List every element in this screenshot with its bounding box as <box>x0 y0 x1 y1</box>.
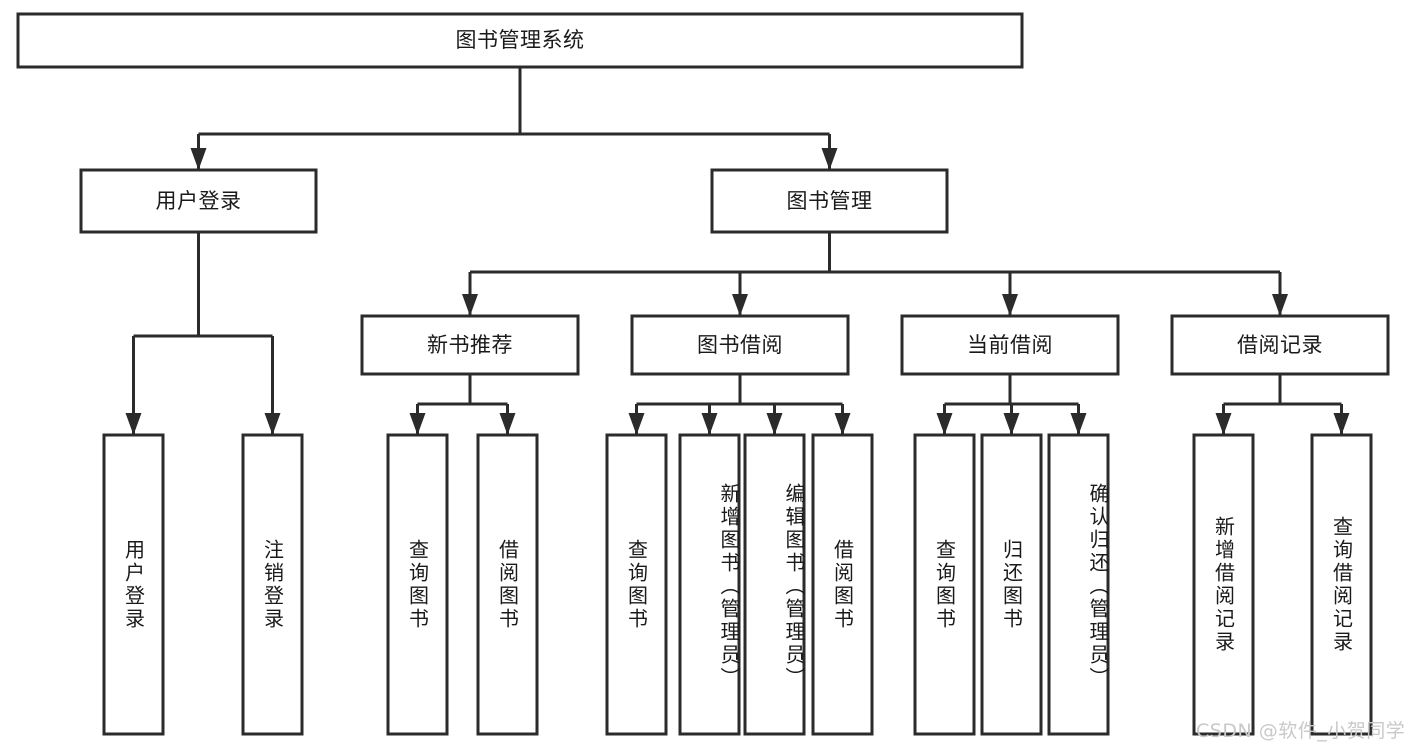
arrowhead-leaf-borrow-2 <box>701 413 718 435</box>
node-box-leaf-rec-2[interactable] <box>1310 433 1373 736</box>
arrowhead-records <box>1272 294 1288 316</box>
arrowhead-leaf-login-1 <box>125 413 142 435</box>
arrowhead-bookmgmt <box>821 148 838 170</box>
node-box-leaf-cur-1[interactable] <box>913 433 976 736</box>
node-box-login[interactable] <box>79 168 318 234</box>
node-box-leaf-cur-2[interactable] <box>980 433 1043 736</box>
arrowhead-login <box>190 148 207 170</box>
node-box-leaf-login-1[interactable] <box>102 433 165 736</box>
arrowhead-leaf-borrow-4 <box>834 413 851 435</box>
node-box-leaf-new-1[interactable] <box>386 433 449 736</box>
node-box-leaf-borrow-2[interactable] <box>678 433 741 736</box>
node-box-leaf-login-2[interactable] <box>241 433 304 736</box>
arrowhead-current <box>1002 294 1018 316</box>
arrowhead-leaf-rec-2 <box>1333 413 1350 435</box>
arrowhead-leaf-login-2 <box>264 413 281 435</box>
node-box-leaf-borrow-3[interactable] <box>743 433 806 736</box>
arrowhead-borrow <box>732 294 748 316</box>
node-box-leaf-borrow-4[interactable] <box>811 433 874 736</box>
node-box-borrow[interactable] <box>630 314 850 376</box>
arrowhead-leaf-new-1 <box>409 413 426 435</box>
arrowhead-leaf-rec-1 <box>1215 413 1232 435</box>
csdn-watermark: CSDN @软件_小贺同学 <box>1196 720 1405 742</box>
node-box-records[interactable] <box>1170 314 1390 376</box>
node-box-leaf-rec-1[interactable] <box>1192 433 1255 736</box>
arrowhead-leaf-cur-1 <box>936 413 953 435</box>
node-box-bookmgmt[interactable] <box>710 168 949 234</box>
node-box-leaf-borrow-1[interactable] <box>605 433 668 736</box>
arrowhead-leaf-new-2 <box>499 413 516 435</box>
node-box-newbook[interactable] <box>360 314 580 376</box>
arrowhead-leaf-cur-3 <box>1070 413 1087 435</box>
arrowhead-leaf-borrow-3 <box>766 413 783 435</box>
node-box-root[interactable] <box>16 12 1024 69</box>
arrowhead-leaf-cur-2 <box>1003 413 1020 435</box>
node-box-current[interactable] <box>900 314 1120 376</box>
node-box-leaf-new-2[interactable] <box>476 433 539 736</box>
node-box-leaf-cur-3[interactable] <box>1047 433 1110 736</box>
arrowhead-leaf-borrow-1 <box>628 413 645 435</box>
arrowhead-newbook <box>462 294 478 316</box>
